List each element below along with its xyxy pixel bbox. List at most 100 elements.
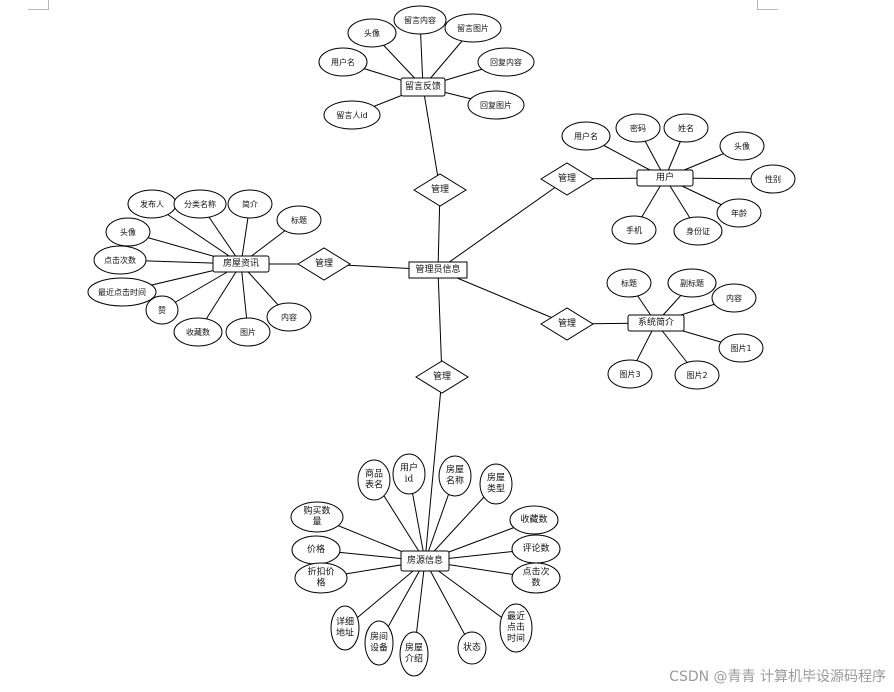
attribute-ellipse-news-9 [225, 317, 271, 347]
attribute-ellipse-sysintro-3 [718, 333, 764, 363]
attribute-label-user-0: 用户名 [574, 131, 598, 141]
attribute-label-feedback-1: 留言内容 [404, 15, 436, 25]
relation-diamond-house [415, 360, 469, 394]
attribute-ellipse-news-6 [87, 277, 157, 307]
attribute-ellipse-feedback-3 [318, 47, 368, 77]
page-corner-mark-right [757, 0, 778, 10]
attribute-ellipse-house-3 [479, 463, 513, 505]
attribute-label-house-5: 收藏数 [520, 513, 547, 525]
attribute-link-house-13 [424, 560, 473, 649]
entity-label-news: 房屋资讯 [223, 257, 259, 269]
attribute-label-house-8: 折扣价格 [307, 566, 334, 589]
relation-label-house: 管理 [433, 370, 451, 382]
attribute-ellipse-house-4 [290, 501, 344, 533]
attribute-label-sysintro-5: 图片2 [686, 370, 707, 380]
attribute-label-house-9: 点击次数 [522, 566, 549, 589]
attribute-ellipse-news-10 [266, 302, 312, 332]
attribute-ellipse-house-14 [499, 603, 533, 653]
attribute-ellipse-sysintro-1 [667, 268, 717, 298]
attribute-ellipse-house-2 [438, 455, 472, 497]
attribute-ellipse-house-1 [392, 453, 426, 495]
attribute-label-news-0: 发布人 [140, 199, 164, 209]
attribute-ellipse-house-0 [357, 459, 391, 501]
attribute-ellipse-user-6 [673, 216, 723, 246]
attribute-label-news-6: 最近点击时间 [98, 287, 146, 297]
attribute-label-feedback-2: 留言图片 [457, 23, 489, 33]
relation-label-feedback: 管理 [431, 183, 449, 195]
attribute-label-house-12: 房屋介绍 [405, 642, 423, 665]
attribute-label-house-10: 详细地址 [336, 616, 354, 639]
attribute-label-house-11: 房间设备 [370, 631, 388, 654]
attribute-ellipse-user-3 [719, 131, 765, 161]
attribute-label-feedback-6: 留言人id [336, 110, 367, 120]
attribute-ellipse-user-0 [561, 121, 611, 151]
attribute-label-house-6: 价格 [307, 543, 325, 555]
attribute-link-house-14 [424, 560, 517, 629]
attribute-ellipse-house-8 [294, 562, 348, 594]
attribute-label-news-5: 点击次数 [104, 255, 136, 265]
relation-label-user: 管理 [558, 172, 576, 184]
attribute-label-feedback-0: 头像 [364, 28, 380, 38]
attribute-label-user-5: 年龄 [731, 208, 747, 218]
attribute-label-news-8: 收藏数 [186, 327, 210, 337]
attribute-label-news-9: 图片 [240, 327, 256, 337]
attribute-label-user-3: 头像 [734, 141, 750, 151]
attribute-label-news-7: 赞 [158, 305, 166, 315]
relation-link-house [424, 376, 443, 562]
attribute-label-user-2: 姓名 [678, 123, 694, 133]
attribute-ellipse-sysintro-4 [607, 359, 653, 389]
relation-link-feedback [422, 86, 441, 191]
entity-box-user [636, 169, 694, 187]
relation-diamond-user [540, 162, 594, 196]
attribute-label-sysintro-0: 标题 [621, 278, 637, 288]
attribute-label-feedback-4: 回复内容 [490, 57, 522, 67]
attribute-ellipse-news-4 [105, 217, 151, 247]
attribute-ellipse-news-8 [173, 317, 223, 347]
relation-diamond-sysintro [540, 307, 594, 341]
attribute-label-house-0: 商品表名 [365, 468, 383, 491]
page-corner-mark-left [28, 0, 49, 10]
attribute-ellipse-feedback-5 [467, 90, 525, 120]
entity-label-admin: 管理员信息 [415, 263, 460, 275]
attribute-label-feedback-5: 回复图片 [480, 100, 512, 110]
attribute-label-user-1: 密码 [630, 123, 646, 133]
attribute-ellipse-feedback-6 [323, 100, 381, 130]
attribute-ellipse-user-1 [615, 113, 661, 143]
attribute-ellipse-feedback-2 [444, 13, 502, 43]
csdn-watermark: CSDN @青青 计算机毕设源码程序 [669, 669, 886, 685]
entity-label-feedback: 留言反馈 [405, 80, 441, 92]
attribute-label-feedback-3: 用户名 [331, 57, 355, 67]
entity-label-user: 用户 [656, 171, 674, 183]
attribute-ellipse-sysintro-0 [606, 268, 652, 298]
attribute-ellipse-sysintro-5 [674, 360, 720, 390]
attribute-ellipse-sysintro-2 [711, 283, 757, 313]
relation-link-admin-user [437, 178, 568, 271]
relation-diamond-feedback [413, 173, 467, 207]
relation-link-admin-house [437, 269, 443, 378]
attribute-ellipse-house-11 [364, 620, 394, 666]
attribute-label-sysintro-3: 图片1 [730, 343, 751, 353]
entity-box-sysintro [627, 314, 685, 332]
attribute-ellipse-feedback-4 [477, 47, 535, 77]
attribute-label-house-14: 最近点击时间 [507, 610, 525, 644]
relation-diamond-news [297, 247, 351, 281]
attribute-ellipse-user-7 [611, 215, 657, 245]
attribute-label-sysintro-1: 副标题 [680, 278, 704, 288]
attribute-label-news-4: 头像 [120, 227, 136, 237]
attribute-label-house-4: 购买数量 [303, 505, 330, 528]
attribute-label-house-7: 评论数 [522, 542, 549, 554]
attribute-ellipse-house-5 [509, 505, 559, 535]
attribute-ellipse-user-2 [663, 113, 709, 143]
attribute-ellipse-feedback-1 [393, 5, 447, 35]
attribute-ellipse-house-9 [511, 562, 561, 594]
attribute-ellipse-house-12 [399, 631, 429, 677]
attribute-ellipse-user-4 [750, 164, 796, 194]
attribute-ellipse-news-3 [276, 205, 322, 235]
attribute-ellipse-news-7 [145, 295, 179, 325]
attribute-ellipse-feedback-0 [347, 18, 397, 48]
attribute-label-user-7: 手机 [626, 225, 642, 235]
attribute-label-user-6: 身份证 [686, 226, 710, 236]
attribute-label-house-13: 状态 [463, 641, 481, 653]
